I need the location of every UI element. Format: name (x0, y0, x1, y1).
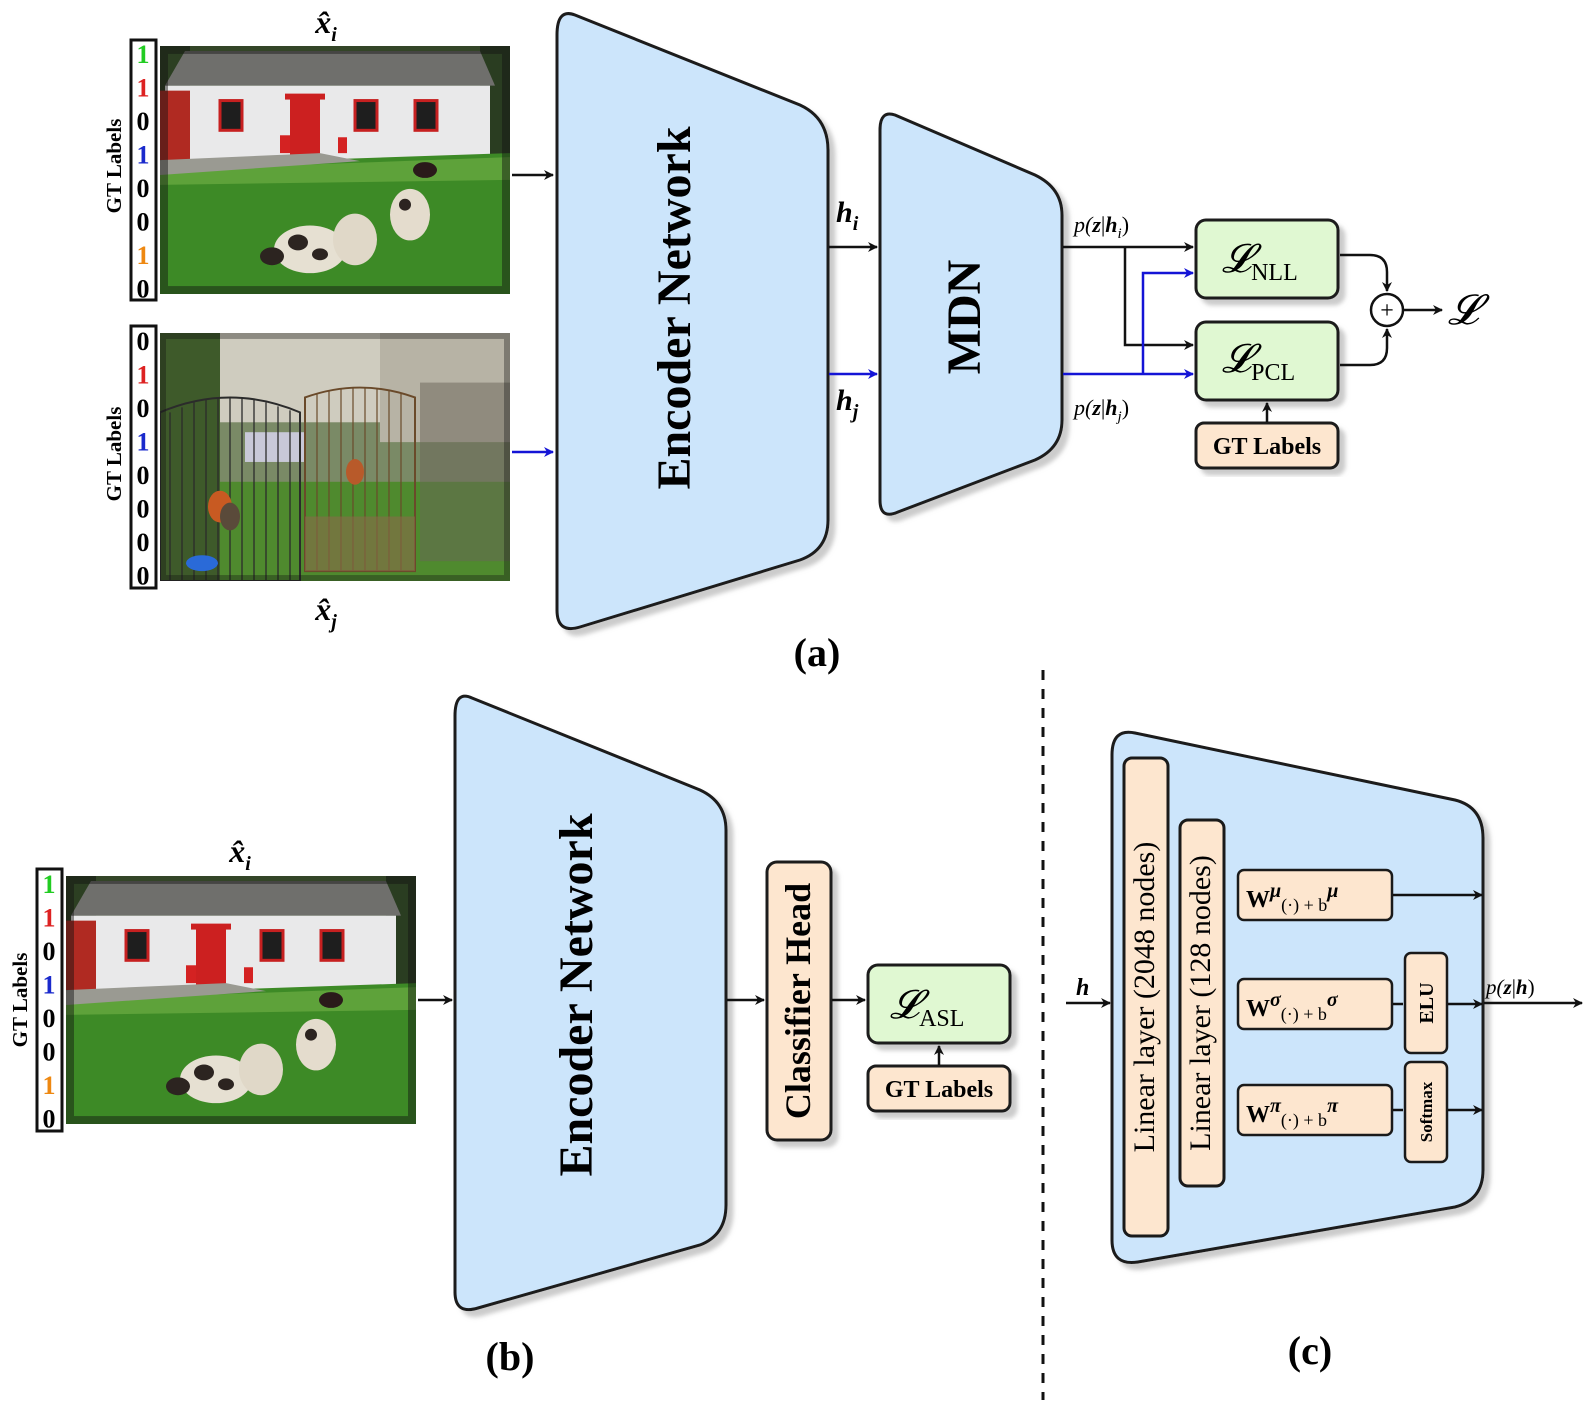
gt-label-values-b: 1 1 0 1 0 0 1 0 (43, 870, 56, 1134)
gt-label-vector-top (129, 38, 158, 302)
caption-c: (c) (1288, 1328, 1332, 1373)
arrow-pj-to-nll (1141, 268, 1194, 374)
gt-label-vector-b (35, 867, 64, 1133)
loss-pcl-box (1194, 320, 1340, 402)
x-hat-j-label: x̂j (314, 591, 337, 633)
linear-layer-2048-label: Linear layer (2048 nodes) (1128, 842, 1161, 1153)
caption-a: (a) (794, 630, 841, 675)
gt-label-value: 0 (137, 174, 150, 203)
arrow-pcl-to-sum (1340, 328, 1392, 367)
elu-label: ELU (1416, 982, 1438, 1023)
sum-node (1369, 292, 1405, 328)
gt-label-value: 1 (137, 40, 150, 69)
arrow-nll-to-sum (1340, 253, 1392, 292)
softmax-label: Softmax (1417, 1081, 1436, 1142)
p-z-given-hi-label: p(z|hi) (1072, 212, 1129, 242)
gt-labels-vertical-b: GT Labels (8, 953, 32, 1048)
gt-label-value: 0 (43, 1038, 56, 1067)
gt-label-value: 0 (43, 1105, 56, 1134)
encoder-network-label-a: Encoder Network (648, 126, 701, 489)
linear-layer-2048 (1122, 756, 1170, 1238)
w-sigma-box (1236, 977, 1394, 1031)
gt-labels-vertical-top: GT Labels (102, 119, 126, 214)
loss-asl-box (866, 963, 1012, 1045)
loss-nll-box (1194, 218, 1340, 300)
h-input-label: h (1076, 975, 1089, 1001)
gt-label-value: 1 (43, 1071, 56, 1100)
input-image-bottom: GT Labels 0 1 0 1 0 0 0 0 x̂j (102, 324, 510, 633)
gt-label-value: 0 (43, 937, 56, 966)
gt-label-value: 1 (137, 361, 150, 390)
x-hat-i-label-top: x̂i (314, 4, 337, 46)
gt-label-value: 0 (137, 394, 150, 423)
linear-layer-128-label: Linear layer (128 nodes) (1184, 855, 1217, 1151)
h-i-label: hi (836, 196, 859, 235)
encoder-network-block-b (453, 694, 728, 1312)
gt-label-value: 0 (137, 495, 150, 524)
gt-label-value: 1 (137, 428, 150, 457)
gt-label-value: 1 (43, 870, 56, 899)
gt-label-value: 1 (137, 141, 150, 170)
arrow-pi-to-pcl (1123, 247, 1194, 350)
plus-sign: + (1380, 298, 1394, 324)
photo-birdcage-bottom (160, 333, 510, 581)
encoder-network-block-a (555, 12, 830, 631)
x-hat-i-label-b: x̂i (228, 833, 251, 875)
softmax-box (1403, 1060, 1449, 1164)
gt-labels-box-b-text: GT Labels (885, 1077, 993, 1103)
gt-label-value: 0 (137, 528, 150, 557)
gt-label-value: 1 (137, 74, 150, 103)
w-sigma-label: Wσ(·) + bσ (1246, 989, 1339, 1025)
panel-c: h Linear layer (2048 nodes) Linear layer… (1066, 730, 1583, 1373)
p-z-given-hj-label: p(z|hj) (1072, 395, 1129, 425)
encoder-network-label-b: Encoder Network (550, 813, 603, 1176)
gt-label-value: 0 (137, 562, 150, 591)
gt-label-values-top: 1 1 0 1 0 0 1 0 (137, 40, 150, 304)
w-mu-box (1236, 868, 1394, 922)
gt-label-value: 1 (43, 904, 56, 933)
gt-labels-box-a (1194, 421, 1340, 470)
gt-labels-vertical-bottom: GT Labels (102, 407, 126, 502)
total-loss-label: 𝓛 (1448, 288, 1490, 334)
photo-farm-b (66, 876, 416, 1124)
gt-label-values-bottom: 0 1 0 1 0 0 0 0 (137, 327, 150, 591)
gt-labels-box-a-text: GT Labels (1213, 434, 1321, 460)
panel-b: x̂i GT Labels 1 1 0 1 0 0 1 0 Encoder Network C… (8, 694, 1012, 1379)
gt-label-value: 1 (137, 241, 150, 270)
p-z-given-h-output-label: p(z|h) (1484, 975, 1535, 999)
gt-label-value: 1 (43, 971, 56, 1000)
gt-label-value: 0 (137, 208, 150, 237)
classifier-head-label: Classifier Head (778, 883, 818, 1119)
mdn-block (878, 112, 1064, 516)
w-pi-box (1236, 1083, 1394, 1137)
input-image-top: x̂i GT Labels 1 1 0 1 0 0 1 0 (102, 4, 510, 304)
gt-label-value: 0 (43, 1004, 56, 1033)
w-pi-label: Wπ(·) + bπ (1246, 1095, 1339, 1131)
gt-labels-box-b (866, 1064, 1012, 1113)
w-mu-label: Wμ(·) + bμ (1246, 880, 1338, 916)
photo-farm-top (160, 46, 510, 294)
gt-label-value: 0 (137, 327, 150, 356)
h-j-label: hj (836, 384, 859, 423)
gt-label-value: 0 (137, 275, 150, 304)
mdn-label: MDN (938, 259, 991, 374)
caption-b: (b) (486, 1334, 535, 1379)
gt-label-vector-bottom (129, 324, 158, 590)
gt-label-value: 0 (137, 461, 150, 490)
elu-box (1403, 951, 1449, 1055)
classifier-head-block (765, 860, 833, 1142)
linear-layer-128 (1178, 818, 1226, 1188)
gt-label-value: 0 (137, 107, 150, 136)
